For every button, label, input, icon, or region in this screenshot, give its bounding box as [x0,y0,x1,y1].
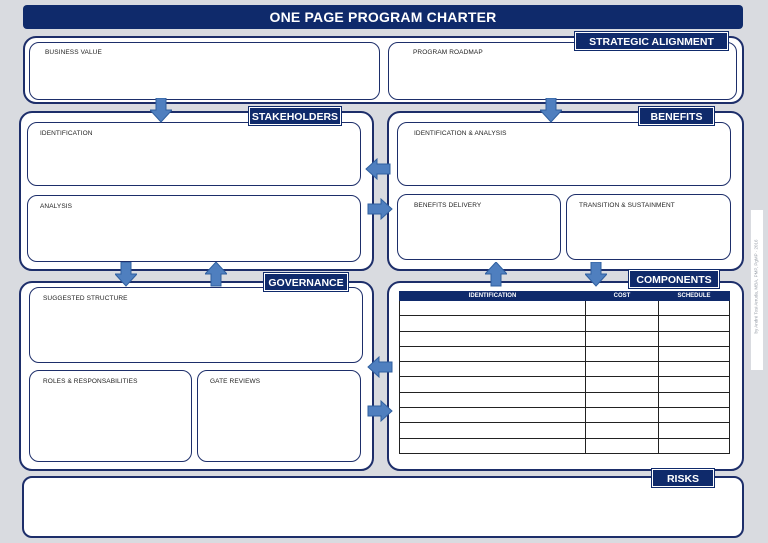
component-schedule-cell[interactable] [658,422,730,439]
column-header-schedule: SCHEDULE [658,291,730,301]
page-title: ONE PAGE PROGRAM CHARTER [23,5,743,29]
benefits-identification-box[interactable]: IDENTIFICATION & ANALYSIS [397,122,731,186]
table-row [399,437,730,455]
benefits-delivery-box[interactable]: BENEFITS DELIVERY [397,194,561,260]
arrow-down-icon [540,98,562,123]
gate-reviews-label: GATE REVIEWS [210,378,261,385]
program-roadmap-box[interactable]: PROGRAM ROADMAP [388,42,737,100]
components-heading: COMPONENTS [628,269,720,289]
component-cost-cell[interactable] [585,345,659,363]
table-row [399,330,730,347]
component-cost-cell[interactable] [585,407,659,424]
component-identification-cell[interactable] [399,330,586,347]
table-row [399,422,730,439]
component-schedule-cell[interactable] [658,361,730,378]
arrow-left-icon [365,158,391,180]
table-row [399,407,730,424]
column-header-cost: COST [585,291,659,301]
component-schedule-cell[interactable] [658,376,730,393]
table-row [399,315,730,332]
business-value-label: BUSINESS VALUE [45,49,102,56]
author-credit: by André Tosi Arruda, MBA, PMP, PgMP · 2… [751,210,763,370]
component-cost-cell[interactable] [585,299,659,317]
table-row [399,391,730,409]
strategic-alignment-heading: STRATEGIC ALIGNMENT [574,31,729,51]
gate-reviews-box[interactable]: GATE REVIEWS [197,370,361,462]
business-value-box[interactable]: BUSINESS VALUE [29,42,380,100]
table-row [399,376,730,393]
suggested-structure-label: SUGGESTED STRUCTURE [43,295,128,302]
table-row [399,361,730,378]
arrow-right-icon [367,198,393,220]
stakeholder-analysis-box[interactable]: ANALYSIS [27,195,361,262]
program-roadmap-label: PROGRAM ROADMAP [413,49,483,56]
stakeholder-identification-label: IDENTIFICATION [40,130,93,137]
component-cost-cell[interactable] [585,437,659,455]
component-schedule-cell[interactable] [658,391,730,409]
component-cost-cell[interactable] [585,361,659,378]
benefits-heading: BENEFITS [638,106,715,126]
arrow-up-icon [485,262,507,287]
risks-section[interactable] [22,476,744,538]
benefits-delivery-label: BENEFITS DELIVERY [414,202,482,209]
component-identification-cell[interactable] [399,315,586,332]
component-identification-cell[interactable] [399,361,586,378]
component-identification-cell[interactable] [399,391,586,409]
column-header-identification: IDENTIFICATION [399,291,586,301]
table-row [399,299,730,317]
component-identification-cell[interactable] [399,376,586,393]
transition-sustainment-label: TRANSITION & SUSTAINMENT [579,202,675,209]
transition-sustainment-box[interactable]: TRANSITION & SUSTAINMENT [566,194,731,260]
arrow-down-icon [115,262,137,287]
stakeholders-heading: STAKEHOLDERS [248,106,342,126]
component-schedule-cell[interactable] [658,437,730,455]
component-schedule-cell[interactable] [658,345,730,363]
components-table: IDENTIFICATION COST SCHEDULE [399,291,730,455]
arrow-down-icon [585,262,607,287]
arrow-right-icon [367,400,393,422]
roles-responsibilities-box[interactable]: ROLES & RESPONSABILITIES [29,370,192,462]
suggested-structure-box[interactable]: SUGGESTED STRUCTURE [29,287,363,363]
arrow-down-icon [150,98,172,123]
component-cost-cell[interactable] [585,422,659,439]
stakeholder-analysis-label: ANALYSIS [40,203,73,210]
arrow-up-icon [205,262,227,287]
arrow-left-icon [367,356,393,378]
component-schedule-cell[interactable] [658,315,730,332]
stakeholder-identification-box[interactable]: IDENTIFICATION [27,122,361,186]
component-schedule-cell[interactable] [658,407,730,424]
component-cost-cell[interactable] [585,391,659,409]
component-identification-cell[interactable] [399,422,586,439]
component-cost-cell[interactable] [585,315,659,332]
component-schedule-cell[interactable] [658,330,730,347]
benefits-identification-label: IDENTIFICATION & ANALYSIS [414,130,507,137]
component-identification-cell[interactable] [399,299,586,317]
roles-responsibilities-label: ROLES & RESPONSABILITIES [43,378,138,385]
component-identification-cell[interactable] [399,345,586,363]
table-row [399,345,730,363]
component-cost-cell[interactable] [585,376,659,393]
component-identification-cell[interactable] [399,437,586,455]
component-cost-cell[interactable] [585,330,659,347]
risks-heading: RISKS [651,468,715,488]
author-credit-text: by André Tosi Arruda, MBA, PMP, PgMP · 2… [753,239,759,334]
component-identification-cell[interactable] [399,407,586,424]
governance-heading: GOVERNANCE [263,272,349,292]
component-schedule-cell[interactable] [658,299,730,317]
